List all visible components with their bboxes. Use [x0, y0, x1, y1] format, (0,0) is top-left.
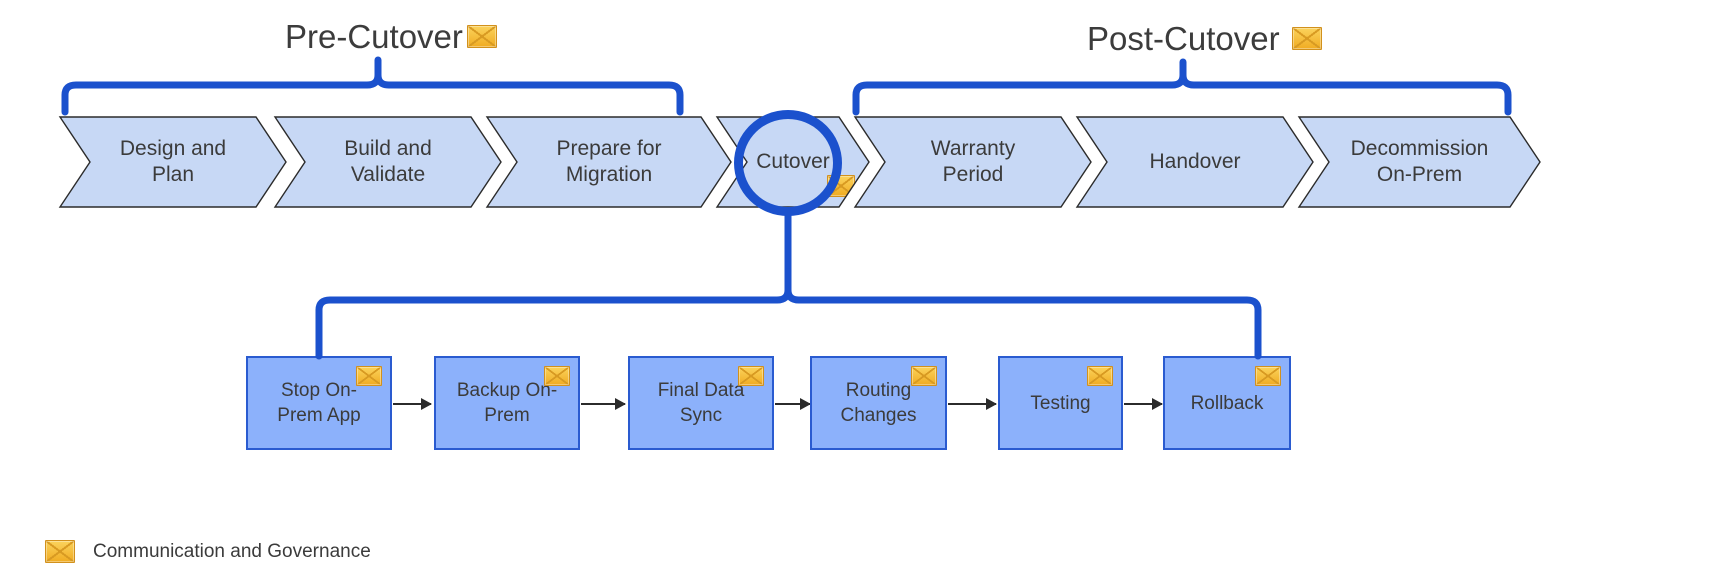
- envelope-icon: [1291, 27, 1322, 50]
- envelope-icon: [466, 25, 497, 48]
- step-label: Backup On-Prem: [456, 380, 558, 426]
- brace-post-cutover: [852, 58, 1512, 116]
- phase-label: Handover: [1149, 150, 1241, 173]
- cutover-highlight-circle: [734, 110, 842, 216]
- envelope-icon: [1255, 366, 1281, 386]
- envelope-icon: [45, 540, 75, 563]
- phase-handover[interactable]: Handover: [1077, 117, 1313, 207]
- brace-cutover-steps: [315, 268, 1262, 360]
- envelope-icon: [1087, 366, 1113, 386]
- group-title-post-cutover-label: Post-Cutover: [1087, 20, 1280, 57]
- step-connector-arrow: [581, 398, 626, 410]
- step-connector-arrow: [948, 398, 997, 410]
- brace-pre-cutover: [61, 56, 684, 116]
- step-label: Testing: [1030, 392, 1091, 414]
- group-title-pre-cutover: Pre-Cutover: [285, 20, 497, 53]
- envelope-icon: [911, 366, 937, 386]
- envelope-icon: [356, 366, 382, 386]
- step-label: Stop On-Prem App: [277, 380, 361, 426]
- envelope-icon: [544, 366, 570, 386]
- step-connector-arrow: [775, 398, 811, 410]
- group-title-post-cutover: Post-Cutover: [1087, 22, 1322, 55]
- legend-label: Communication and Governance: [93, 540, 371, 562]
- step-label: Rollback: [1190, 392, 1264, 414]
- legend: Communication and Governance: [45, 540, 371, 563]
- step-rollback[interactable]: Rollback: [1163, 356, 1291, 450]
- group-title-pre-cutover-label: Pre-Cutover: [285, 18, 463, 55]
- step-testing[interactable]: Testing: [998, 356, 1123, 450]
- step-stop-on-prem-app[interactable]: Stop On-Prem App: [246, 356, 392, 450]
- cutover-steps-row: Stop On-Prem App Backup On-Prem Final Da…: [246, 356, 1291, 450]
- step-connector-arrow: [1124, 398, 1163, 410]
- envelope-icon: [738, 366, 764, 386]
- step-backup-on-prem[interactable]: Backup On-Prem: [434, 356, 580, 450]
- step-connector-arrow: [393, 398, 432, 410]
